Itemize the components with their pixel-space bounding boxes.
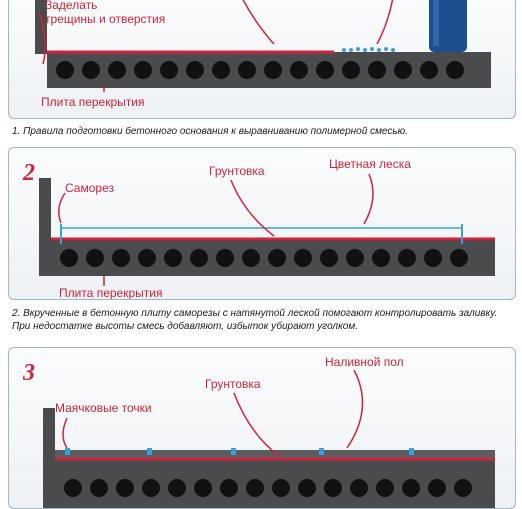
label-beacon-points: Маячковые точки	[55, 401, 152, 415]
arrow-screw	[58, 192, 66, 224]
slab-hole	[134, 61, 152, 79]
arrow-primer	[230, 179, 275, 237]
arrow-fill-primer	[242, 0, 275, 45]
slab-hole	[346, 249, 364, 267]
wall	[35, 0, 47, 54]
step1-panel: Заделать трещины и отверстия Плита перек…	[8, 0, 516, 119]
slab-hole	[420, 61, 438, 79]
slab-hole	[320, 249, 338, 267]
arrow-fill-wall	[38, 11, 46, 65]
slab-hole	[342, 61, 360, 79]
label-fill-cracks: Заделать трещины и отверстия	[45, 0, 166, 26]
slab-hole	[112, 249, 130, 267]
slab-hole	[264, 61, 282, 79]
slab-hole	[446, 61, 464, 79]
slab-hole	[454, 479, 472, 497]
slab-hole	[372, 249, 390, 267]
slab-hole	[164, 249, 182, 267]
slab-hole	[82, 61, 100, 79]
slab-hole	[108, 61, 126, 79]
label-screw: Саморез	[65, 181, 114, 195]
slab-hole	[238, 61, 256, 79]
step2-panel: 2 Саморез Грунтовка Цветная леска Плита …	[8, 147, 516, 300]
slab-hole	[168, 479, 186, 497]
step2-diagram	[39, 173, 495, 286]
step-number: 2	[23, 160, 35, 186]
caption-step2: 2. Вкрученные в бетонную плиту саморезы …	[12, 308, 498, 332]
step-number: 3	[23, 360, 35, 386]
slab-hole	[160, 61, 178, 79]
slab-hole	[316, 61, 334, 79]
slab-hole	[272, 479, 290, 497]
label-slab: Плита перекрытия	[41, 95, 145, 109]
crack-filler	[342, 47, 395, 52]
slab-hole	[64, 479, 82, 497]
slab-hole	[402, 479, 420, 497]
arrow-fill-crack	[376, 0, 394, 45]
slab-hole	[90, 479, 108, 497]
wall	[39, 178, 51, 276]
label-colored-line: Цветная леска	[329, 157, 411, 171]
slab-hole	[86, 249, 104, 267]
self-leveling-floor	[55, 450, 495, 460]
label-self-leveling-floor: Наливной пол	[325, 355, 404, 369]
arrow-floor	[346, 369, 364, 449]
slab-hole	[242, 249, 260, 267]
label-primer: Грунтовка	[209, 164, 265, 178]
slab-hole	[376, 479, 394, 497]
slab-hole	[190, 249, 208, 267]
slab-hole	[394, 61, 412, 79]
slab-holes	[64, 479, 472, 497]
slab-hole	[294, 249, 312, 267]
arrow-beacons	[62, 417, 68, 449]
step3-diagram	[43, 369, 495, 508]
slab-hole	[194, 479, 212, 497]
slab-hole	[142, 479, 160, 497]
slab-hole	[56, 61, 74, 79]
slab-hole	[428, 479, 446, 497]
caption-step1: 1. Правила подготовки бетонного основани…	[12, 126, 408, 137]
slab-holes	[60, 249, 468, 267]
slab-hole	[350, 479, 368, 497]
slab-hole	[116, 479, 134, 497]
slab-hole	[324, 479, 342, 497]
label-primer: Грунтовка	[205, 377, 261, 391]
slab-hole	[450, 249, 468, 267]
slab-holes	[56, 61, 464, 79]
slab-hole	[290, 61, 308, 79]
arrow-primer	[233, 392, 280, 457]
slab-hole	[60, 249, 78, 267]
slab-hole	[186, 61, 204, 79]
slab-hole	[368, 61, 386, 79]
slab-hole	[268, 249, 286, 267]
arrow-line	[363, 173, 374, 225]
step3-panel: 3 Наливной пол Грунтовка Маячковые точки	[8, 347, 516, 509]
wall	[43, 408, 55, 508]
slab-hole	[216, 249, 234, 267]
step1-diagram	[35, 0, 491, 92]
beacon-points	[65, 448, 414, 455]
slab-hole	[246, 479, 264, 497]
slab-hole	[138, 249, 156, 267]
label-slab: Плита перекрытия	[59, 286, 163, 300]
slab-hole	[220, 479, 238, 497]
slab-hole	[398, 249, 416, 267]
slab-hole	[212, 61, 230, 79]
slab-hole	[298, 479, 316, 497]
slab-hole	[424, 249, 442, 267]
